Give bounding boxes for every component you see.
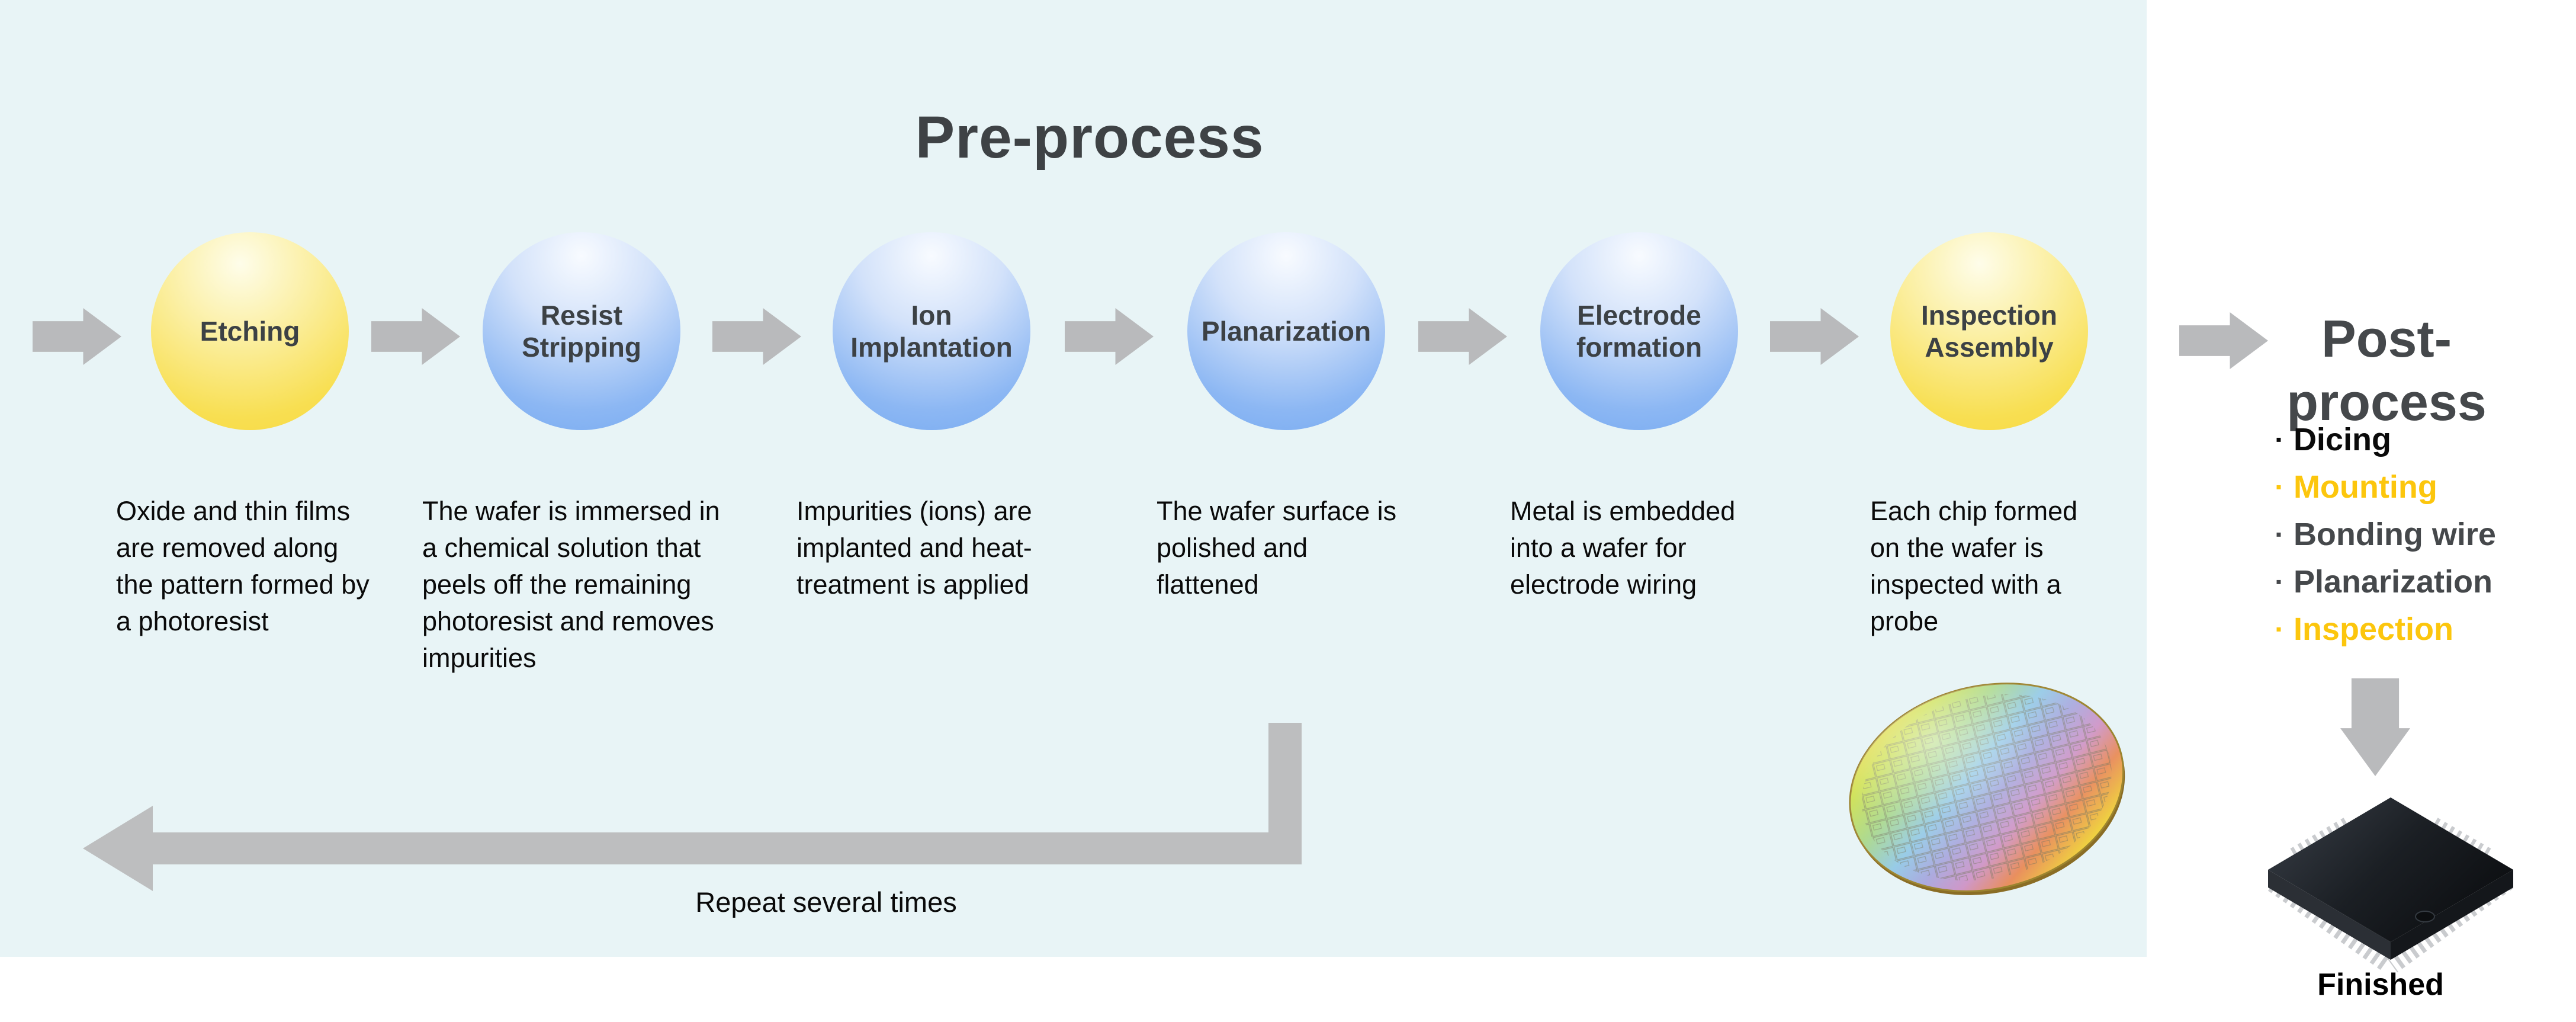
repeat-arrow-vertical-segment bbox=[1268, 723, 1302, 835]
step-circle-inspection-assembly: Inspection Assembly bbox=[1890, 232, 2088, 430]
post-item-dicing: ▪ Dicing bbox=[2276, 416, 2496, 463]
step-description-planarization: The wafer surface is polished and flatte… bbox=[1157, 496, 1397, 600]
step-circle-resist-stripping: Resist Stripping bbox=[483, 232, 680, 430]
step-description-resist-stripping: The wafer is immersed in a chemical solu… bbox=[422, 496, 720, 674]
square-bullet-icon: ▪ bbox=[2276, 620, 2282, 638]
post-item-label: Bonding wire bbox=[2293, 517, 2496, 552]
square-bullet-icon: ▪ bbox=[2276, 572, 2282, 591]
post-process-list: ▪ Dicing ▪ Mounting ▪ Bonding wire ▪ Planarizat… bbox=[2276, 416, 2496, 653]
step-description-ion-implantation: Impurities (ions) are implanted and heat… bbox=[796, 496, 1032, 600]
post-item-label: Mounting bbox=[2293, 469, 2437, 505]
post-item-label: Planarization bbox=[2293, 564, 2493, 600]
right-arrow-to-post-process-icon bbox=[2179, 312, 2268, 369]
step-label: Etching bbox=[200, 315, 300, 347]
down-arrow-icon bbox=[2340, 678, 2410, 776]
square-bullet-icon: ▪ bbox=[2276, 525, 2282, 543]
step-label: Planarization bbox=[1201, 315, 1371, 347]
post-item-label: Inspection bbox=[2293, 611, 2453, 647]
square-bullet-icon: ▪ bbox=[2276, 430, 2282, 448]
post-item-label: Dicing bbox=[2293, 422, 2391, 457]
post-item-bonding-wire: ▪ Bonding wire bbox=[2276, 511, 2496, 558]
wafer-illustration bbox=[1846, 680, 2128, 899]
step-description-inspection-assembly: Each chip formed on the wafer is inspect… bbox=[1870, 496, 2078, 637]
step-circle-planarization: Planarization bbox=[1187, 232, 1385, 430]
step-label: Electrode formation bbox=[1576, 299, 1703, 363]
step-circle-ion-implantation: Ion Implantation bbox=[833, 232, 1030, 430]
step-description-electrode-formation: Metal is embedded into a wafer for elect… bbox=[1510, 496, 1736, 600]
pre-process-panel bbox=[0, 0, 2147, 957]
finished-label: Finished bbox=[2317, 967, 2444, 1002]
step-circle-electrode-formation: Electrode formation bbox=[1540, 232, 1738, 430]
step-label: Resist Stripping bbox=[522, 299, 641, 363]
finished-chip-illustration bbox=[2257, 794, 2524, 986]
step-label: Ion Implantation bbox=[850, 299, 1013, 363]
post-process-title: Post-process bbox=[2286, 309, 2487, 432]
square-bullet-icon: ▪ bbox=[2276, 478, 2282, 496]
repeat-arrow-horizontal-segment bbox=[148, 832, 1302, 864]
post-item-planarization: ▪ Planarization bbox=[2276, 558, 2496, 605]
step-label: Inspection Assembly bbox=[1920, 299, 2058, 363]
repeat-label: Repeat several times bbox=[695, 886, 957, 918]
step-description-etching: Oxide and thin films are removed along t… bbox=[116, 496, 370, 637]
post-item-mounting: ▪ Mounting bbox=[2276, 463, 2496, 511]
post-item-inspection: ▪ Inspection bbox=[2276, 605, 2496, 653]
step-circle-etching: Etching bbox=[151, 232, 349, 430]
pre-process-title: Pre-process bbox=[915, 104, 1264, 171]
